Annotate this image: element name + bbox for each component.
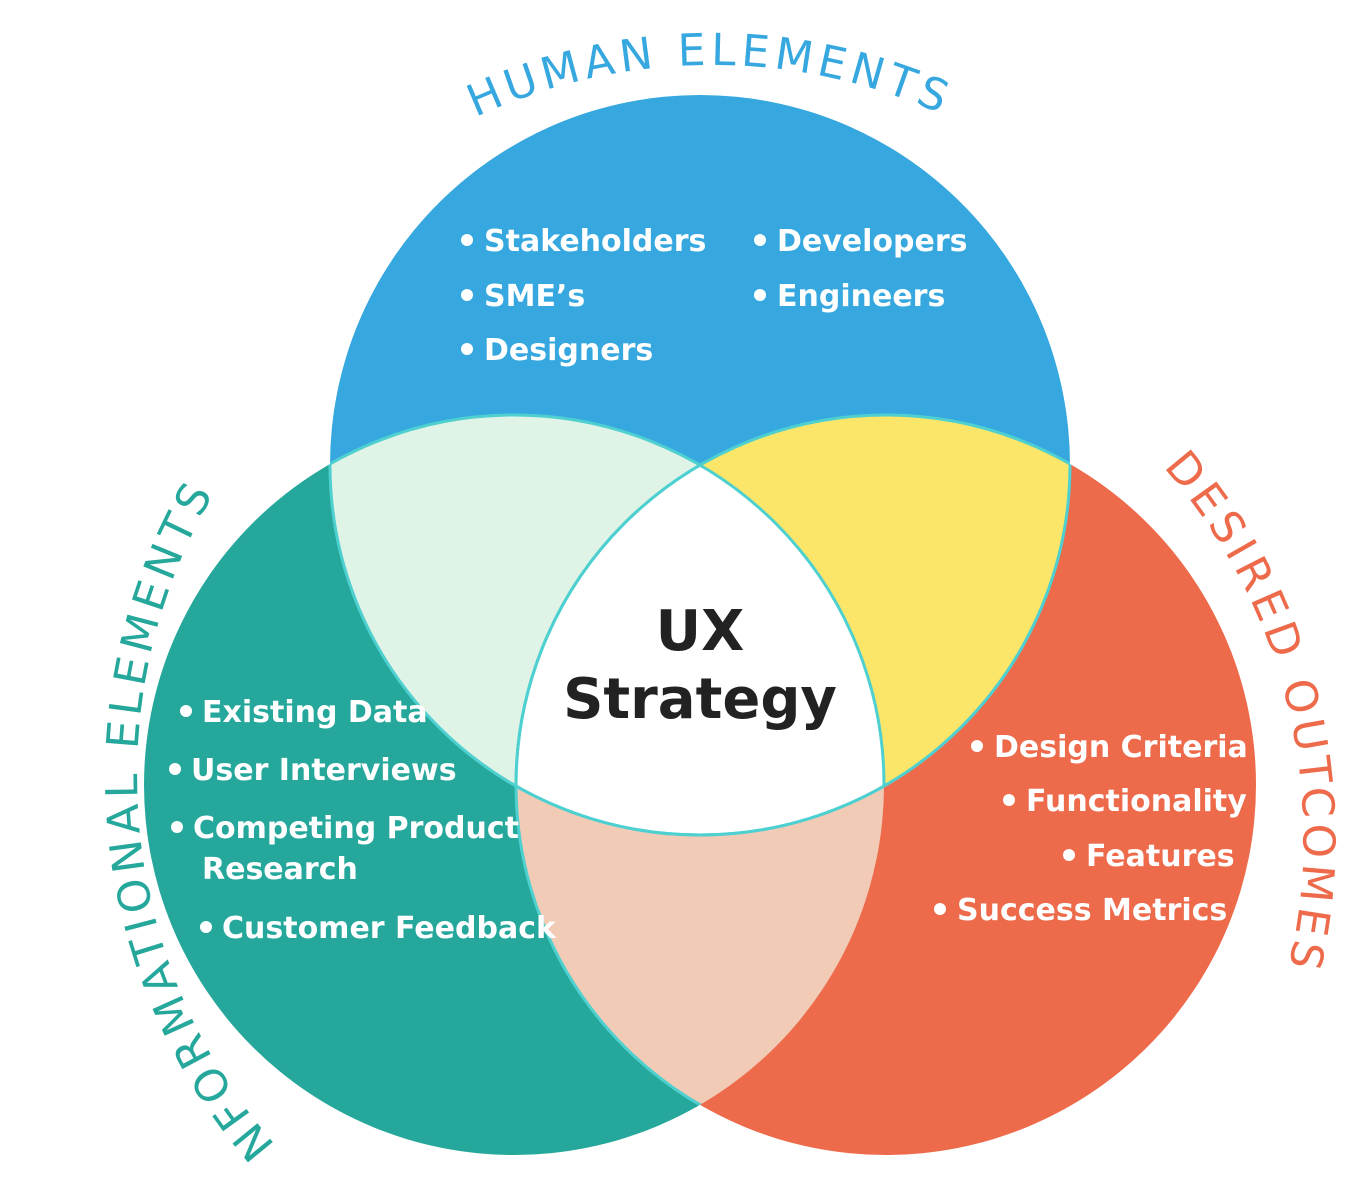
list-item-design-criteria: Design Criteria [994,730,1248,765]
list-item-smes: SME’s [484,279,585,314]
bullet-dot [1003,794,1015,806]
bullet-dot [461,234,473,246]
list-item-competing-product: Competing Product [193,811,519,846]
list-item-engineers: Engineers [777,279,945,314]
bullet-dot [754,234,766,246]
bullet-dot [200,921,212,933]
list-item-features: Features [1086,839,1235,874]
list-item-stakeholders: Stakeholders [484,224,706,259]
center-label-strategy: Strategy [563,667,837,732]
list-item-user-interviews: User Interviews [191,753,457,788]
bullet-dot [934,903,946,915]
informational-elements-list: Existing Data User Interviews Competing … [169,695,557,946]
center-label-ux: UX [656,599,745,664]
list-item-customer-feedback: Customer Feedback [222,911,557,946]
bullet-dot [971,740,983,752]
bullet-dot [461,343,473,355]
list-item-developers: Developers [777,224,968,259]
desired-outcomes-list: Design Criteria Functionality Features S… [934,730,1248,928]
list-item-research: Research [202,852,358,887]
bullet-dot [171,821,183,833]
bullet-dot [754,289,766,301]
bullet-dot [169,763,181,775]
bullet-dot [1063,849,1075,861]
human-elements-list: Stakeholders SME’s Designers Developers … [461,224,968,368]
center-overlap [516,415,884,835]
outline-human-right-arc [516,415,1072,837]
list-item-functionality: Functionality [1026,784,1247,819]
bullet-dot [461,289,473,301]
list-item-designers: Designers [484,333,653,368]
list-item-existing-data: Existing Data [202,695,428,730]
list-item-success-metrics: Success Metrics [957,893,1227,928]
bullet-dot [180,705,192,717]
